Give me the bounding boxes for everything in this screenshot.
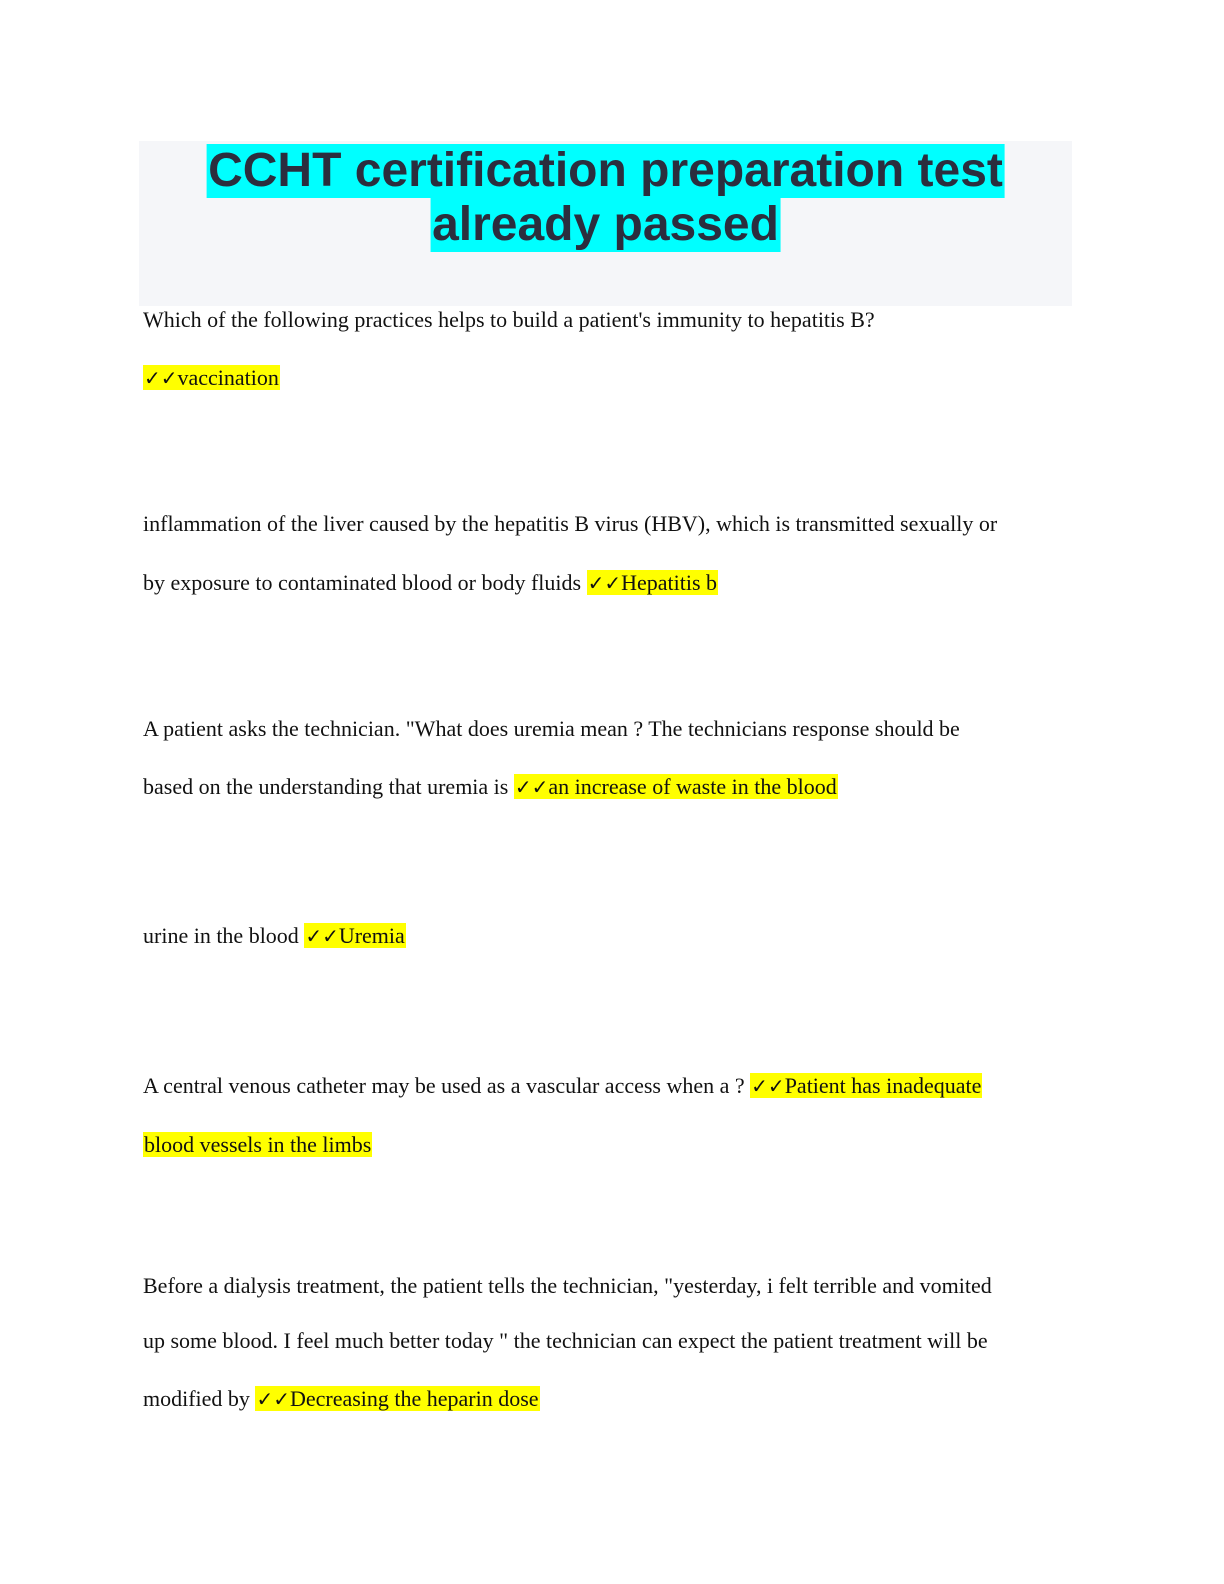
answer-highlight: ✓✓vaccination xyxy=(143,365,280,390)
double-check-icon: ✓✓ xyxy=(514,775,549,799)
question-5: A central venous catheter may be used as… xyxy=(143,1070,983,1102)
answer-5-continued: blood vessels in the limbs xyxy=(143,1129,373,1161)
question-6-continued: up some blood. I feel much better today … xyxy=(143,1325,988,1357)
question-3: A patient asks the technician. "What doe… xyxy=(143,713,960,745)
double-check-icon: ✓✓ xyxy=(305,924,339,948)
question-2-continued: by exposure to contaminated blood or bod… xyxy=(143,567,719,599)
double-check-icon: ✓✓ xyxy=(144,366,178,390)
answer-text: Uremia xyxy=(338,923,405,948)
double-check-icon: ✓✓ xyxy=(751,1074,785,1098)
question-text: urine in the blood xyxy=(143,923,299,948)
question-text: Which of the following practices helps t… xyxy=(143,307,875,332)
question-text: inflammation of the liver caused by the … xyxy=(143,511,998,536)
answer-1: ✓✓vaccination xyxy=(143,362,280,394)
answer-highlight: ✓✓Patient has inadequate xyxy=(750,1073,983,1098)
document-title-line-1: CCHT certification preparation test xyxy=(206,144,1005,198)
question-text: based on the understanding that uremia i… xyxy=(143,774,509,799)
answer-text: Hepatitis b xyxy=(621,570,718,595)
answer-text: Decreasing the heparin dose xyxy=(289,1386,539,1411)
question-6: Before a dialysis treatment, the patient… xyxy=(143,1270,992,1302)
question-text: Before a dialysis treatment, the patient… xyxy=(143,1273,992,1298)
answer-highlight: ✓✓Decreasing the heparin dose xyxy=(255,1386,540,1411)
question-text: up some blood. I feel much better today … xyxy=(143,1328,988,1353)
answer-highlight: blood vessels in the limbs xyxy=(143,1132,373,1157)
document-title-line-2: already passed xyxy=(430,198,781,252)
answer-highlight: ✓✓Uremia xyxy=(304,923,406,948)
question-2: inflammation of the liver caused by the … xyxy=(143,508,997,540)
question-text: modified by xyxy=(143,1386,250,1411)
question-3-continued: based on the understanding that uremia i… xyxy=(143,771,838,803)
title-banner: CCHT certification preparation test alre… xyxy=(139,141,1072,306)
answer-text: vaccination xyxy=(177,365,279,390)
question-text: A central venous catheter may be used as… xyxy=(143,1073,745,1098)
answer-highlight: ✓✓Hepatitis b xyxy=(586,570,719,595)
double-check-icon: ✓✓ xyxy=(256,1387,290,1411)
question-1: Which of the following practices helps t… xyxy=(143,304,875,336)
double-check-icon: ✓✓ xyxy=(587,571,622,595)
answer-text: Patient has inadequate xyxy=(784,1073,982,1098)
answer-highlight: ✓✓an increase of waste in the blood xyxy=(513,774,838,799)
question-text: A patient asks the technician. "What doe… xyxy=(143,716,960,741)
question-text: by exposure to contaminated blood or bod… xyxy=(143,570,582,595)
question-4: urine in the blood ✓✓Uremia xyxy=(143,920,406,952)
question-6-end: modified by ✓✓Decreasing the heparin dos… xyxy=(143,1383,540,1415)
answer-text: an increase of waste in the blood xyxy=(548,774,837,799)
